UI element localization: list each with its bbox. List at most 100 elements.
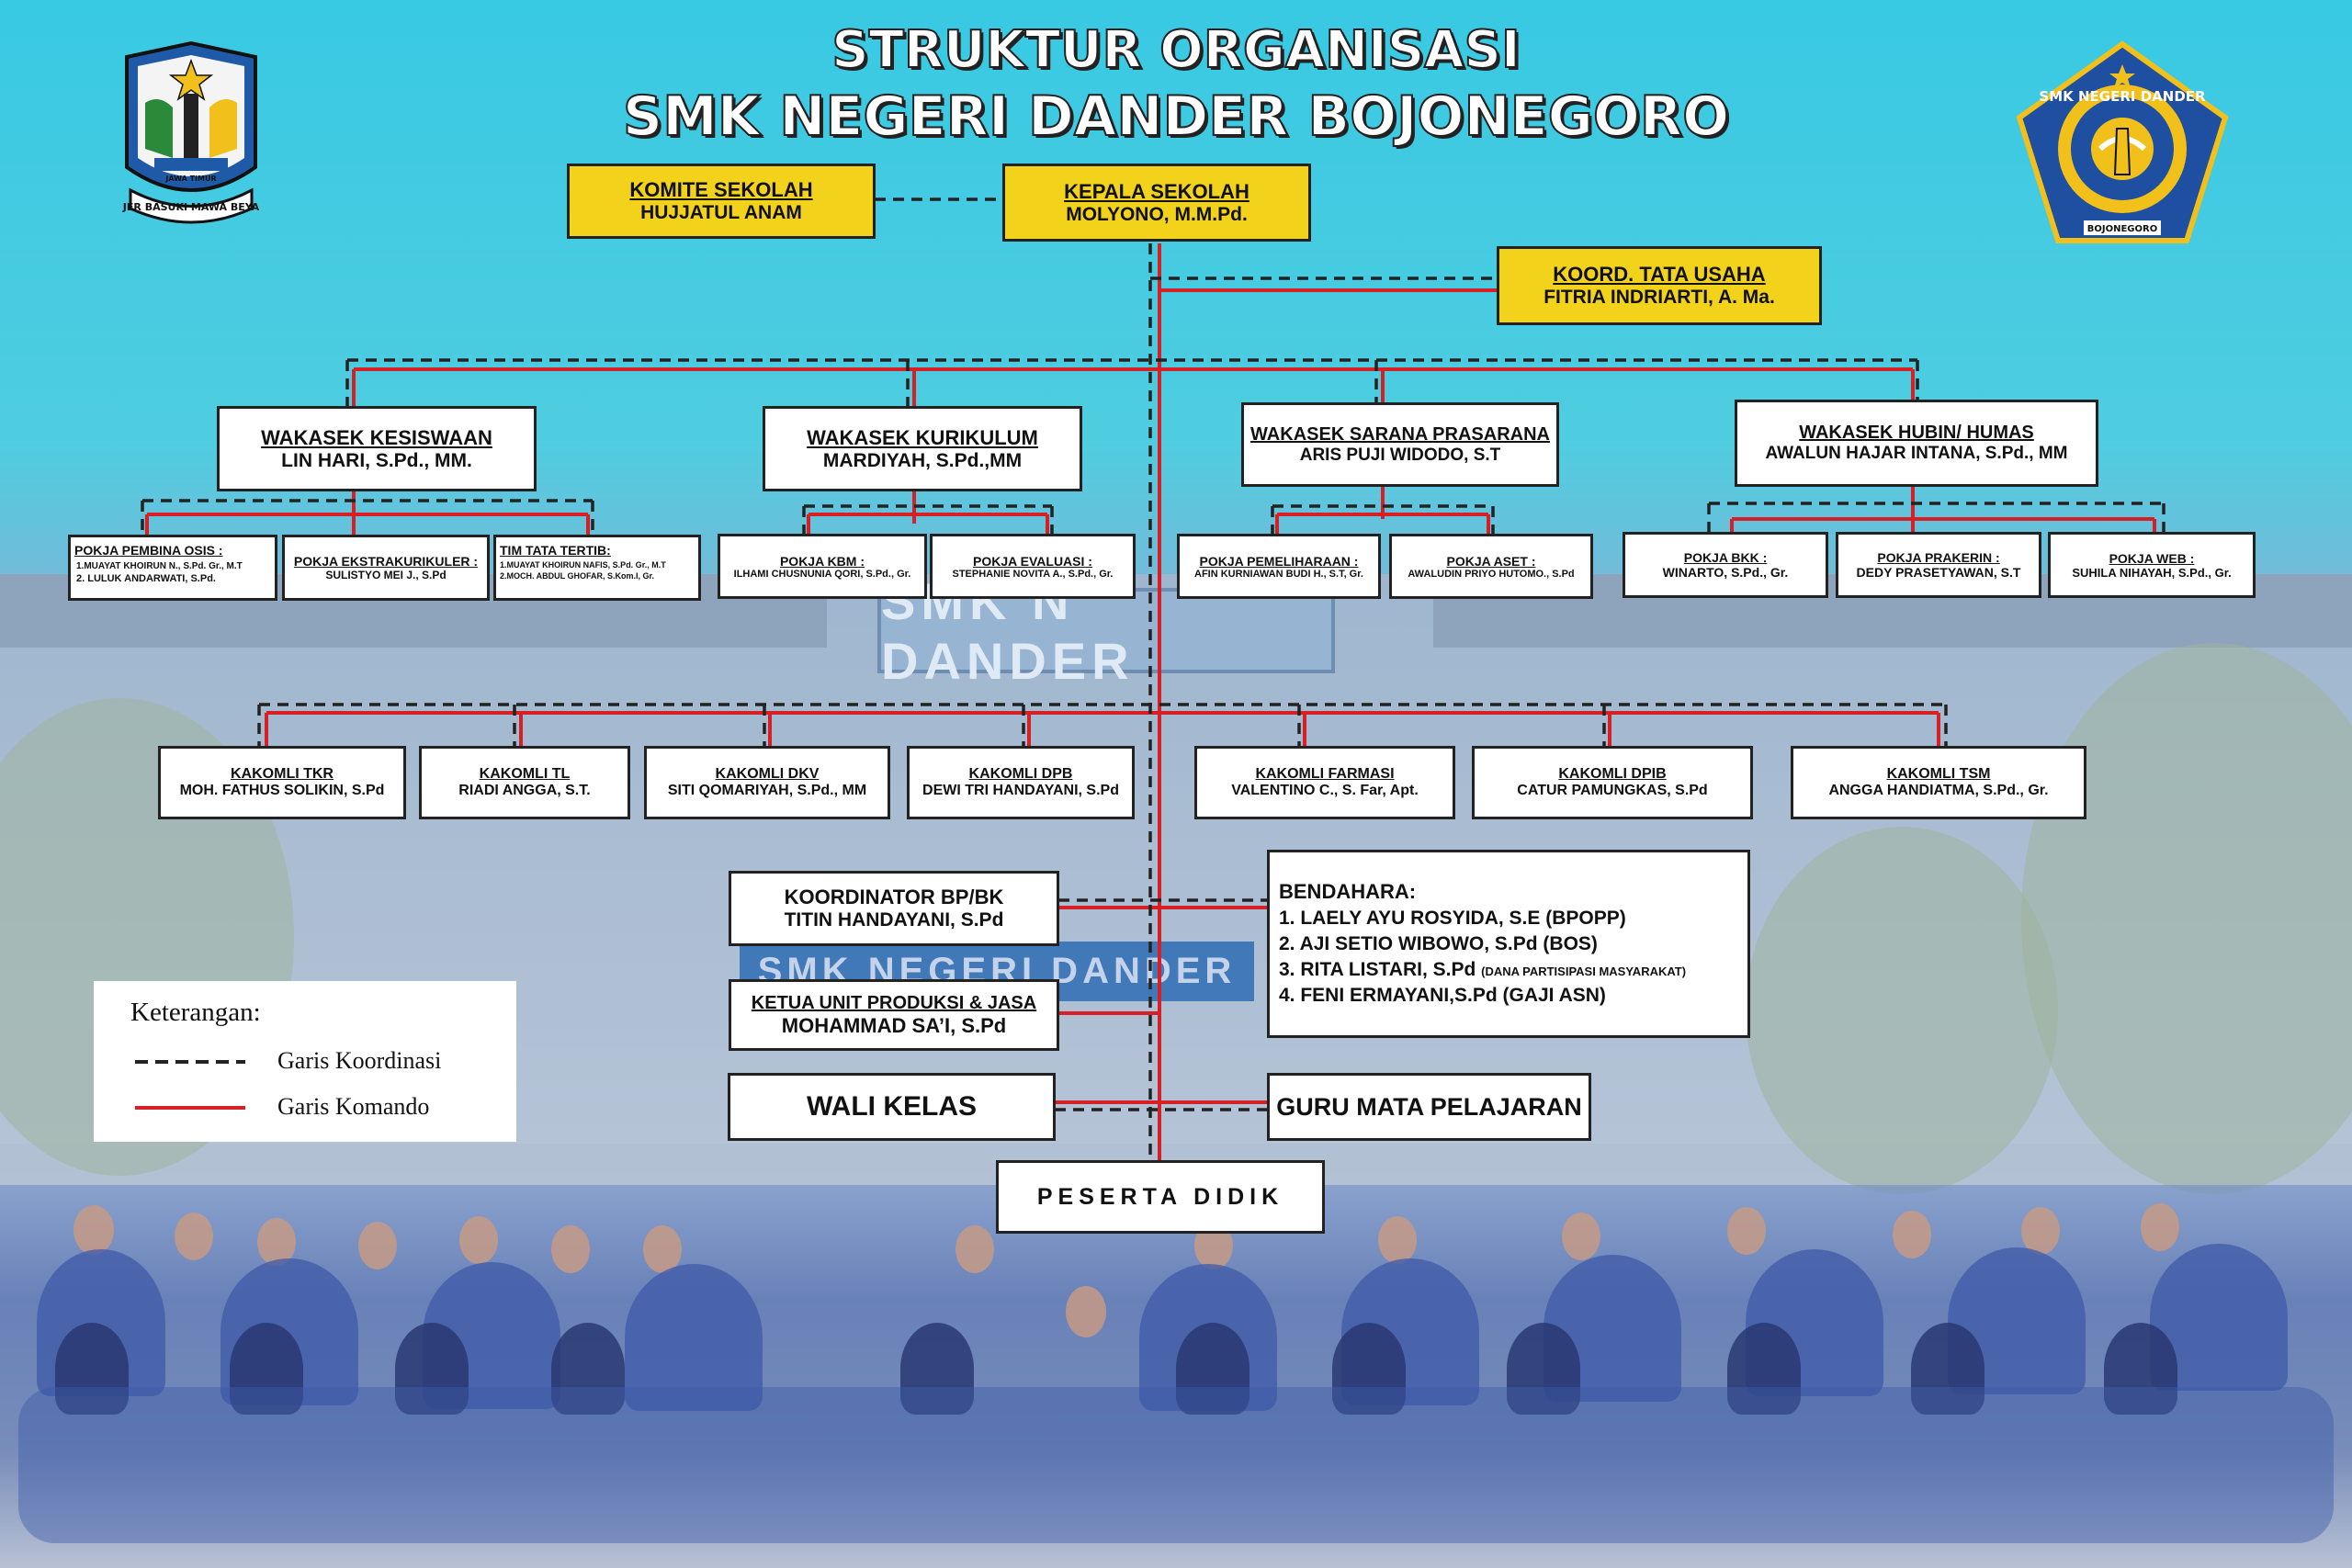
node-pokja-web: POKJA WEB : SUHILA NIHAYAH, S.Pd., Gr. xyxy=(2048,532,2256,598)
node-role: BENDAHARA: xyxy=(1279,880,1417,903)
node-role: KOORDINATOR BP/BK xyxy=(784,886,1004,908)
node-name: MOLYONO, M.M.Pd. xyxy=(1066,203,1248,225)
legend: Keterangan: Garis Koordinasi Garis Koman… xyxy=(94,981,516,1142)
node-name: SULISTYO MEI J., S.Pd xyxy=(325,569,447,581)
background-tree-right-2 xyxy=(1746,827,2058,1194)
node-role: KAKOMLI TSM xyxy=(1886,766,1991,782)
node-name-1: 1.MUAYAT KHOIRUN N., S.Pd. Gr., M.T xyxy=(76,561,243,571)
node-role: WAKASEK SARANA PRASARANA xyxy=(1250,423,1550,445)
node-pokja-prakerin: POKJA PRAKERIN : DEDY PRASETYAWAN, S.T xyxy=(1836,532,2041,598)
node-name: STEPHANIE NOVITA A., S.Pd., Gr. xyxy=(952,568,1114,580)
node-name: ILHAMI CHUSNUNIA QORI, S.Pd., Gr. xyxy=(733,568,911,580)
node-name: RIADI ANGGA, S.T. xyxy=(458,783,591,798)
node-name: HUJJATUL ANAM xyxy=(640,202,802,223)
node-kakomli-tsm: KAKOMLI TSM ANGGA HANDIATMA, S.Pd., Gr. xyxy=(1791,746,2086,819)
node-role: POKJA WEB : xyxy=(2109,550,2195,566)
node-pokja-pembina-osis: POKJA PEMBINA OSIS : 1.MUAYAT KHOIRUN N.… xyxy=(68,535,277,601)
node-role: KAKOMLI TKR xyxy=(231,766,334,782)
node-guru-mata-pelajaran: GURU MATA PELAJARAN xyxy=(1267,1073,1591,1141)
node-pokja-kbm: POKJA KBM : ILHAMI CHUSNUNIA QORI, S.Pd.… xyxy=(718,534,927,599)
node-role: KOORD. TATA USAHA xyxy=(1553,263,1766,286)
node-role: POKJA EVALUASI : xyxy=(973,553,1092,569)
node-role: KAKOMLI DPIB xyxy=(1558,766,1667,782)
node-name: SITI QOMARIYAH, S.Pd., MM xyxy=(667,783,867,798)
node-role: TIM TATA TERTIB: xyxy=(500,543,611,558)
node-role: POKJA KBM : xyxy=(779,553,865,569)
coordination-lines xyxy=(141,197,2165,1160)
node-pokja-pemeliharaan: POKJA PEMELIHARAAN : AFIN KURNIAWAN BUDI… xyxy=(1177,534,1381,599)
node-name: ANGGA HANDIATMA, S.Pd., Gr. xyxy=(1828,783,2049,798)
node-name: AWALUN HAJAR INTANA, S.Pd., MM xyxy=(1765,444,2068,463)
school-emblem-city: BOJONEGORO xyxy=(2087,224,2157,234)
chart-title-line2: SMK NEGERI DANDER BOJONEGORO xyxy=(622,84,1730,150)
east-java-emblem-logo: JER BASUKI MAWA BEYA JAWA TIMUR xyxy=(122,40,260,224)
node-name: ARIS PUJI WIDODO, S.T xyxy=(1299,445,1501,465)
node-role: POKJA PEMELIHARAAN : xyxy=(1199,553,1359,569)
node-wakasek-kesiswaan: WAKASEK KESISWAAN LIN HARI, S.Pd., MM. xyxy=(217,406,537,491)
node-name: TITIN HANDAYANI, S.Pd xyxy=(784,909,1004,931)
node-role: KETUA UNIT PRODUKSI & JASA xyxy=(751,992,1037,1013)
node-role: POKJA BKK : xyxy=(1683,550,1768,565)
legend-koordinasi-label: Garis Koordinasi xyxy=(277,1047,442,1074)
node-role: KAKOMLI DKV xyxy=(715,766,820,782)
legend-komando-label: Garis Komando xyxy=(277,1093,430,1120)
bendahara-item-2: 2. AJI SETIO WIBOWO, S.Pd (BOS) xyxy=(1279,933,1598,954)
node-wakasek-sarana-prasarana: WAKASEK SARANA PRASARANA ARIS PUJI WIDOD… xyxy=(1241,402,1559,487)
legend-line-samples xyxy=(135,1060,245,1110)
node-kakomli-dkv: KAKOMLI DKV SITI QOMARIYAH, S.Pd., MM xyxy=(644,746,890,819)
node-name: AFIN KURNIAWAN BUDI H., S.T, Gr. xyxy=(1194,568,1363,580)
bendahara-item-1: 1. LAELY AYU ROSYIDA, S.E (BPOPP) xyxy=(1279,908,1626,929)
bendahara-item-4: 4. FENI ERMAYANI,S.Pd (GAJI ASN) xyxy=(1279,985,1606,1006)
school-emblem-logo: SMK NEGERI DANDER BOJONEGORO xyxy=(2016,40,2229,243)
node-name: SUHILA NIHAYAH, S.Pd., Gr. xyxy=(2072,565,2232,580)
node-name-2: 2.MOCH. ABDUL GHOFAR, S.Kom.I, Gr. xyxy=(500,571,655,581)
node-kakomli-dpb: KAKOMLI DPB DEWI TRI HANDAYANI, S.Pd xyxy=(907,746,1135,819)
node-name: DEWI TRI HANDAYANI, S.Pd xyxy=(922,783,1119,798)
node-bendahara: BENDAHARA: 1. LAELY AYU ROSYIDA, S.E (BP… xyxy=(1267,850,1750,1038)
background-group-photo xyxy=(0,1185,2352,1568)
node-name: CATUR PAMUNGKAS, S.Pd xyxy=(1517,783,1708,798)
node-name: DEDY PRASETYAWAN, S.T xyxy=(1856,565,2021,580)
node-role: PESERTA DIDIK xyxy=(1036,1183,1284,1210)
node-name: MARDIYAH, S.Pd.,MM xyxy=(822,449,1023,471)
node-wali-kelas: WALI KELAS xyxy=(728,1073,1056,1141)
node-role: WAKASEK KURIKULUM xyxy=(807,425,1038,449)
node-name-2: 2. LULUK ANDARWATI, S.Pd. xyxy=(76,573,216,584)
node-pokja-evaluasi: POKJA EVALUASI : STEPHANIE NOVITA A., S.… xyxy=(930,534,1136,599)
node-kakomli-tkr: KAKOMLI TKR MOH. FATHUS SOLIKIN, S.Pd xyxy=(158,746,406,819)
emblem-province: JAWA TIMUR xyxy=(164,175,216,183)
node-peserta-didik: PESERTA DIDIK xyxy=(996,1160,1325,1234)
bendahara-item-3: 3. RITA LISTARI, S.Pd (DANA PARTISIPASI … xyxy=(1279,959,1687,980)
node-role: KEPALA SEKOLAH xyxy=(1064,179,1250,203)
node-kakomli-tl: KAKOMLI TL RIADI ANGGA, S.T. xyxy=(419,746,630,819)
node-role: WAKASEK KESISWAAN xyxy=(261,425,492,449)
node-name: LIN HARI, S.Pd., MM. xyxy=(281,449,472,471)
node-pokja-bkk: POKJA BKK : WINARTO, S.Pd., Gr. xyxy=(1623,532,1828,598)
node-role: KOMITE SEKOLAH xyxy=(629,178,813,201)
node-kakomli-farmasi: KAKOMLI FARMASI VALENTINO C., S. Far, Ap… xyxy=(1194,746,1455,819)
node-kakomli-dpib: KAKOMLI DPIB CATUR PAMUNGKAS, S.Pd xyxy=(1472,746,1753,819)
node-name: FITRIA INDRIARTI, A. Ma. xyxy=(1544,287,1775,308)
node-name: MOH. FATHUS SOLIKIN, S.Pd xyxy=(179,783,385,798)
node-role: KAKOMLI DPB xyxy=(968,766,1073,782)
node-role: WAKASEK HUBIN/ HUMAS xyxy=(1799,423,2034,443)
node-pokja-ekstrakurikuler: POKJA EKSTRAKURIKULER : SULISTYO MEI J.,… xyxy=(282,535,490,601)
node-role: WALI KELAS xyxy=(807,1091,977,1122)
chart-title-line1: STRUKTUR ORGANISASI xyxy=(831,19,1521,81)
node-tim-tata-tertib: TIM TATA TERTIB: 1.MUAYAT KHOIRUN NAFIS,… xyxy=(493,535,701,601)
node-name: MOHAMMAD SA’I, S.Pd xyxy=(781,1013,1007,1037)
background-tree-right xyxy=(2021,643,2352,1194)
node-koordinator-bp-bk: KOORDINATOR BP/BK TITIN HANDAYANI, S.Pd xyxy=(729,871,1059,946)
node-koord-tata-usaha: KOORD. TATA USAHA FITRIA INDRIARTI, A. M… xyxy=(1497,246,1822,325)
node-role: KAKOMLI TL xyxy=(479,766,571,782)
node-name: VALENTINO C., S. Far, Apt. xyxy=(1231,783,1419,798)
emblem-motto: JER BASUKI MAWA BEYA xyxy=(122,201,260,213)
node-name-1: 1.MUAYAT KHOIRUN NAFIS, S.Pd. Gr., M.T xyxy=(500,560,666,570)
node-wakasek-hubin-humas: WAKASEK HUBIN/ HUMAS AWALUN HAJAR INTANA… xyxy=(1735,400,2098,487)
node-role: KAKOMLI FARMASI xyxy=(1255,766,1395,782)
node-role: GURU MATA PELAJARAN xyxy=(1276,1092,1582,1121)
node-name: WINARTO, S.Pd., Gr. xyxy=(1662,565,1789,580)
node-role: POKJA ASET : xyxy=(1446,553,1536,569)
